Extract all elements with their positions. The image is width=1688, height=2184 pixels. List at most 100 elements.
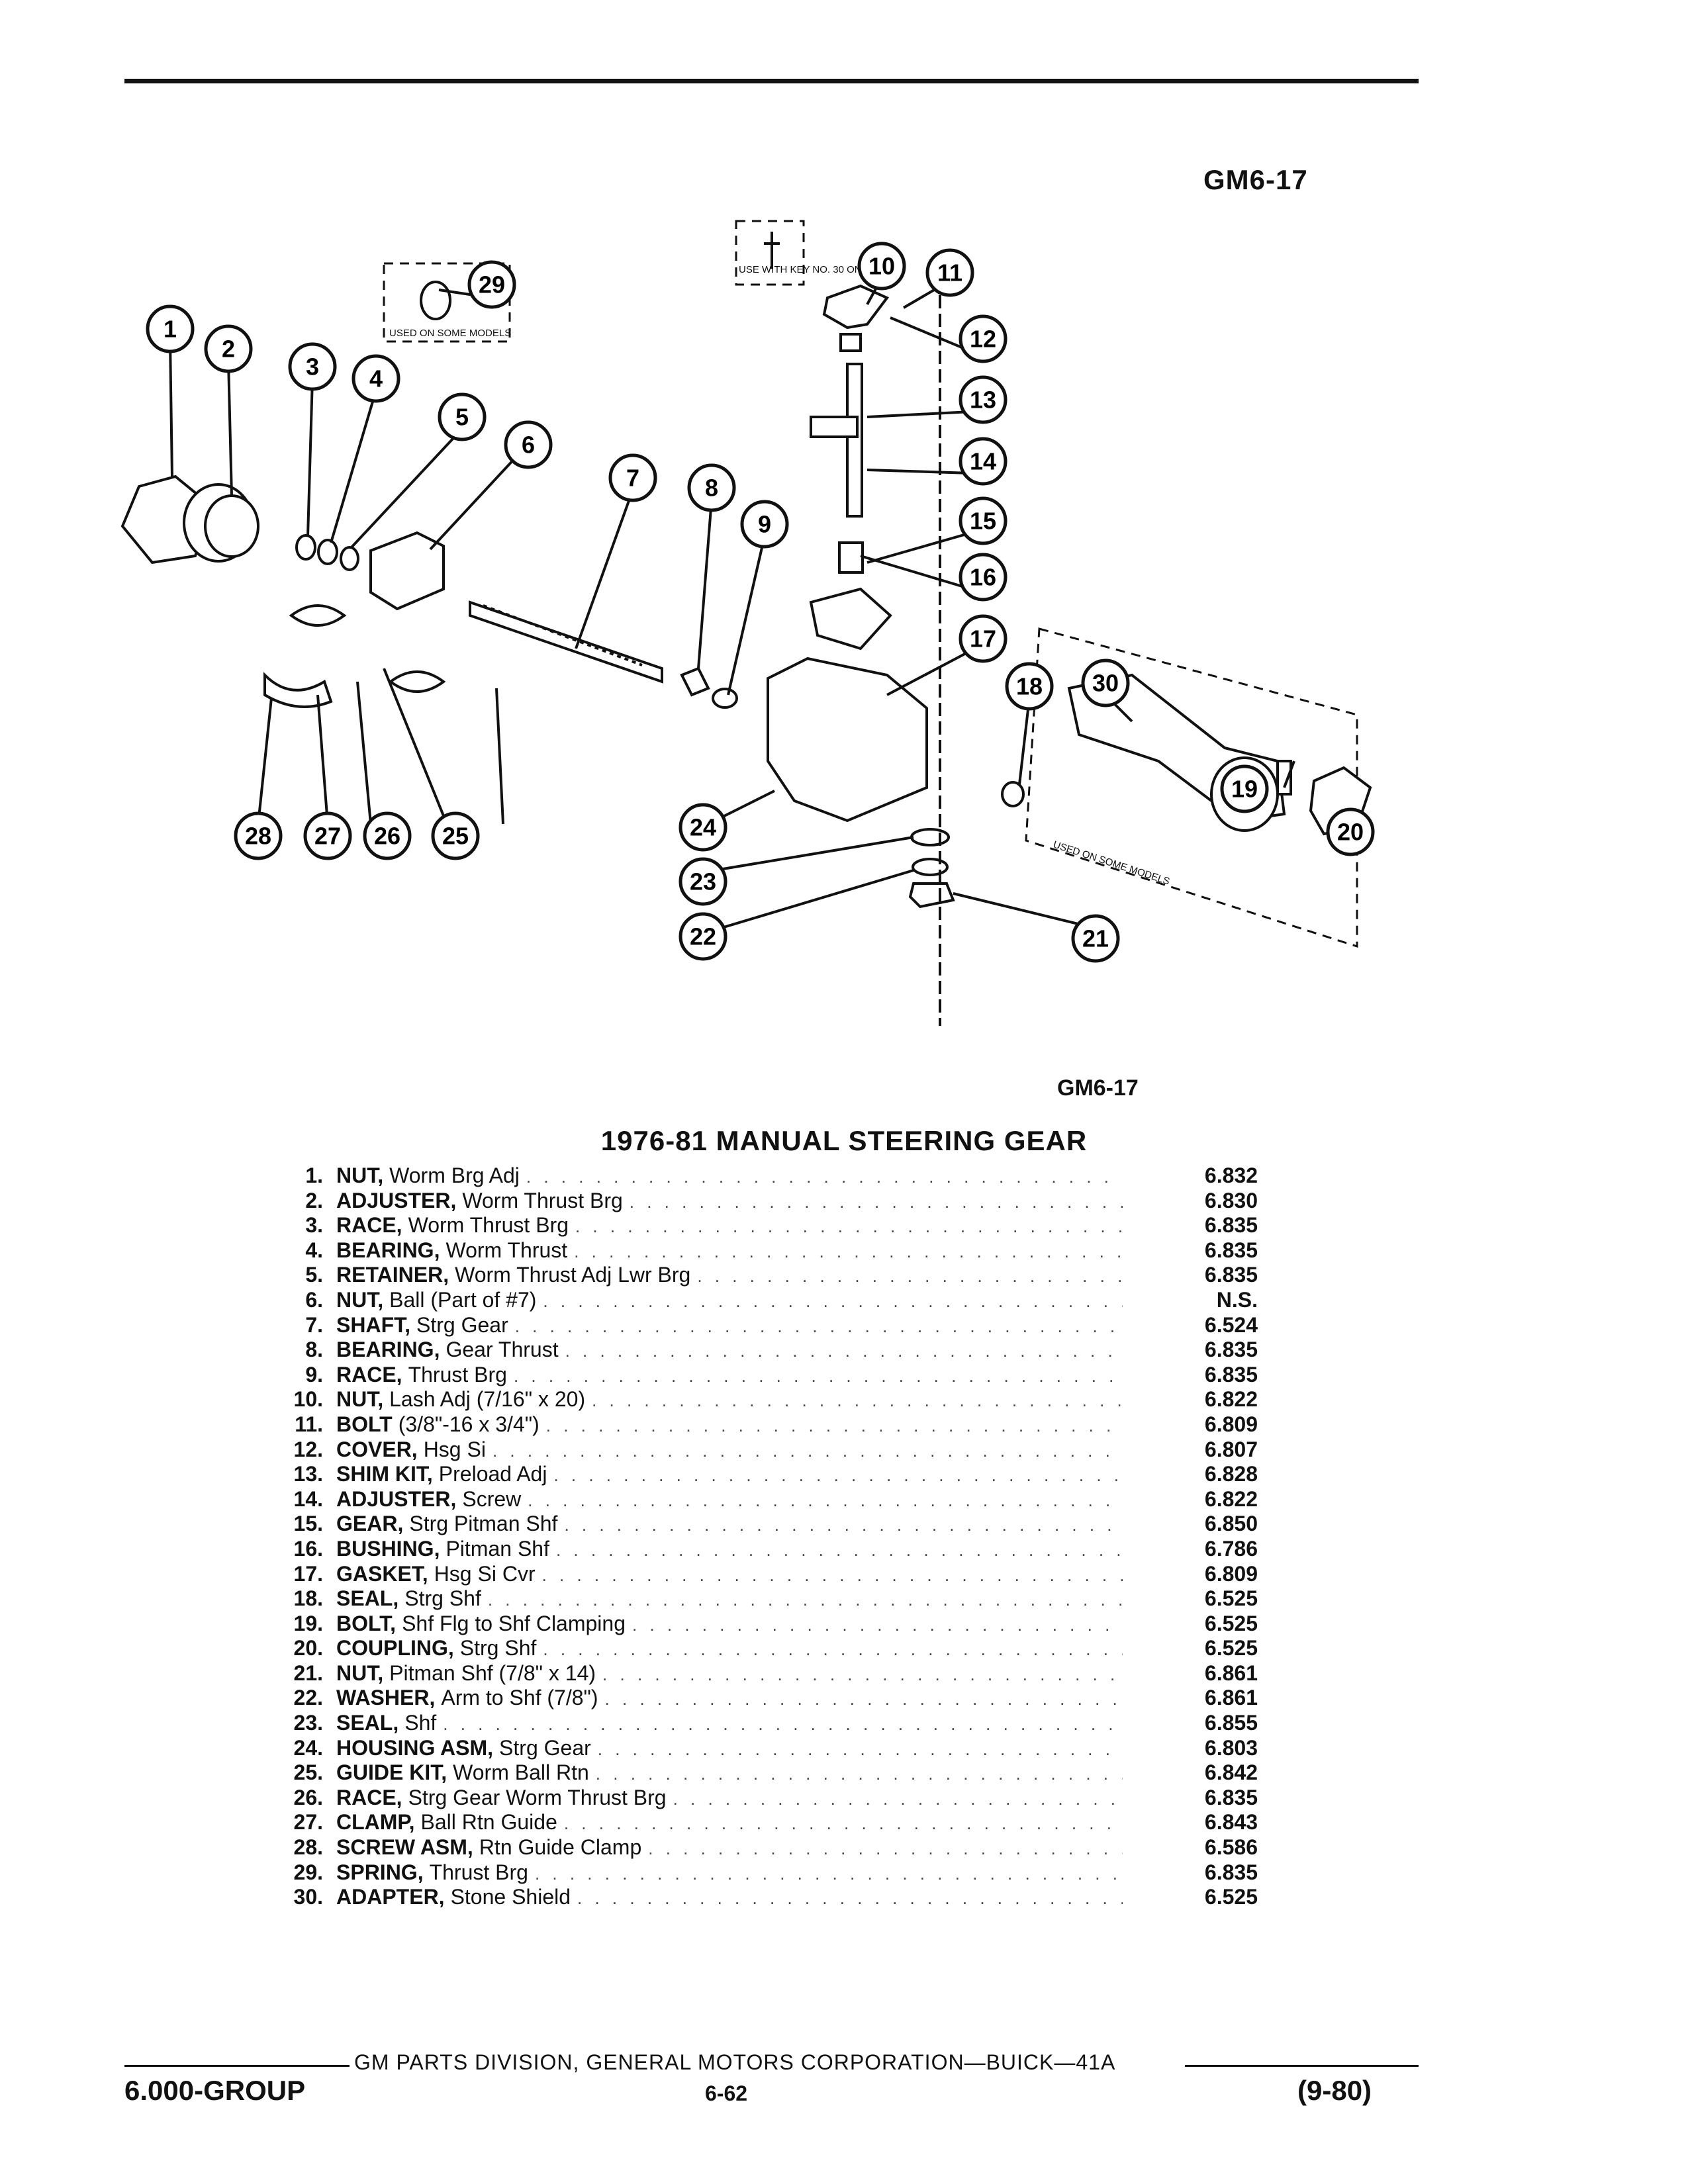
footer-rule-right	[1185, 2065, 1419, 2067]
inset-note-key: USE WITH KEY NO. 30 ONLY	[739, 264, 873, 275]
leader-dots	[632, 1613, 1123, 1638]
item-description: Worm Thrust Brg	[462, 1188, 623, 1212]
item-number: 7.	[305, 1312, 323, 1337]
leader-dots	[488, 1588, 1123, 1613]
item-number: 25.	[293, 1760, 323, 1785]
item-name: SEAL,	[336, 1586, 399, 1611]
leader-dots	[542, 1563, 1123, 1588]
housing-parts	[767, 258, 1025, 1072]
list-item: 4.BEARING,Worm Thrust6.835	[265, 1238, 1258, 1263]
list-item: 18.SEAL,Strg Shf6.525	[265, 1586, 1258, 1612]
item-reference: 6.835	[1204, 1362, 1258, 1387]
item-reference: 6.822	[1204, 1387, 1258, 1412]
item-number: 19.	[293, 1611, 323, 1635]
svg-text:12: 12	[970, 326, 996, 353]
item-number: 28.	[293, 1835, 323, 1860]
leader-dots	[697, 1264, 1123, 1289]
svg-text:13: 13	[970, 387, 996, 414]
item-description: Worm Thrust Adj Lwr Brg	[455, 1263, 691, 1287]
svg-text:4: 4	[369, 365, 383, 392]
svg-text:6: 6	[522, 432, 535, 459]
item-reference: 6.861	[1204, 1686, 1258, 1710]
svg-text:21: 21	[1082, 925, 1109, 952]
item-name: RACE,	[336, 1213, 402, 1238]
item-description: Strg Pitman Shf	[409, 1512, 558, 1536]
item-description: Thrust Brg	[408, 1362, 507, 1387]
callout-28: 28	[234, 811, 283, 860]
leader-dots	[564, 1513, 1123, 1538]
item-name: CLAMP,	[336, 1810, 415, 1835]
item-description: Shf Flg to Shf Clamping	[402, 1611, 626, 1635]
item-reference: 6.855	[1204, 1711, 1258, 1735]
callout-21: 21	[1071, 914, 1120, 963]
list-item: 17.GASKET,Hsg Si Cvr6.809	[265, 1562, 1258, 1587]
item-reference: 6.586	[1204, 1835, 1258, 1860]
svg-text:28: 28	[245, 823, 271, 850]
list-item: 21.NUT,Pitman Shf (7/8" x 14)6.861	[265, 1661, 1258, 1686]
item-name: COUPLING,	[336, 1636, 454, 1661]
footer-page-number: 6-62	[705, 2081, 748, 2105]
callout-22: 22	[679, 912, 727, 961]
svg-text:3: 3	[306, 353, 319, 381]
leader-dots	[535, 1862, 1123, 1887]
item-description: Pitman Shf	[445, 1536, 549, 1561]
callout-3: 3	[288, 342, 337, 391]
item-name: BEARING,	[336, 1338, 440, 1362]
item-name: WASHER,	[336, 1686, 436, 1710]
item-number: 22.	[293, 1686, 323, 1710]
callout-7: 7	[608, 453, 657, 502]
item-description: Pitman Shf (7/8" x 14)	[389, 1661, 596, 1685]
list-item: 19.BOLT,Shf Flg to Shf Clamping6.525	[265, 1612, 1258, 1637]
svg-text:10: 10	[868, 253, 895, 280]
item-name: SCREW ASM,	[336, 1835, 473, 1860]
item-name: ADJUSTER,	[336, 1486, 457, 1511]
callout-24: 24	[679, 803, 727, 852]
callout-11: 11	[925, 248, 974, 297]
item-number: 26.	[293, 1785, 323, 1809]
svg-text:29: 29	[479, 271, 505, 298]
item-reference: 6.843	[1204, 1810, 1258, 1835]
item-reference: N.S.	[1216, 1287, 1258, 1312]
item-reference: 6.835	[1204, 1238, 1258, 1262]
item-name: RACE,	[336, 1785, 402, 1809]
callout-4: 4	[352, 354, 400, 403]
item-number: 29.	[293, 1860, 323, 1884]
callout-8: 8	[687, 463, 736, 512]
callout-27: 27	[303, 811, 352, 860]
item-reference: 6.835	[1204, 1263, 1258, 1287]
svg-text:27: 27	[314, 823, 341, 850]
svg-text:20: 20	[1337, 819, 1364, 846]
item-number: 14.	[293, 1486, 323, 1511]
callout-17: 17	[959, 614, 1008, 663]
item-name: SPRING,	[336, 1860, 424, 1884]
item-number: 12.	[293, 1437, 323, 1461]
svg-text:26: 26	[374, 823, 400, 850]
callout-15: 15	[959, 496, 1008, 545]
list-item: 27.CLAMP,Ball Rtn Guide6.843	[265, 1810, 1258, 1835]
item-reference: 6.525	[1204, 1611, 1258, 1635]
item-number: 23.	[293, 1711, 323, 1735]
parts-list-title: 1976-81 MANUAL STEERING GEAR	[600, 1125, 1088, 1156]
svg-text:9: 9	[758, 511, 771, 538]
item-reference: 6.822	[1204, 1486, 1258, 1511]
item-name: ADAPTER,	[336, 1885, 445, 1909]
list-item: 6.NUT,Ball (Part of #7)N.S.	[265, 1288, 1258, 1313]
item-description: Worm Brg Adj	[389, 1163, 520, 1187]
item-number: 1.	[305, 1163, 323, 1187]
item-number: 30.	[293, 1885, 323, 1909]
item-number: 16.	[293, 1536, 323, 1561]
item-reference: 6.525	[1204, 1885, 1258, 1909]
leader-dots	[574, 1240, 1123, 1265]
list-item: 8.BEARING,Gear Thrust6.835	[265, 1338, 1258, 1363]
item-name: GEAR,	[336, 1512, 404, 1536]
svg-text:22: 22	[690, 923, 716, 950]
item-name: ADJUSTER,	[336, 1188, 457, 1212]
item-reference: 6.786	[1204, 1536, 1258, 1561]
svg-text:14: 14	[970, 448, 996, 475]
svg-text:17: 17	[970, 625, 996, 653]
item-number: 15.	[293, 1512, 323, 1536]
item-number: 10.	[293, 1387, 323, 1412]
leader-dots	[543, 1289, 1123, 1314]
item-reference: 6.835	[1204, 1213, 1258, 1238]
